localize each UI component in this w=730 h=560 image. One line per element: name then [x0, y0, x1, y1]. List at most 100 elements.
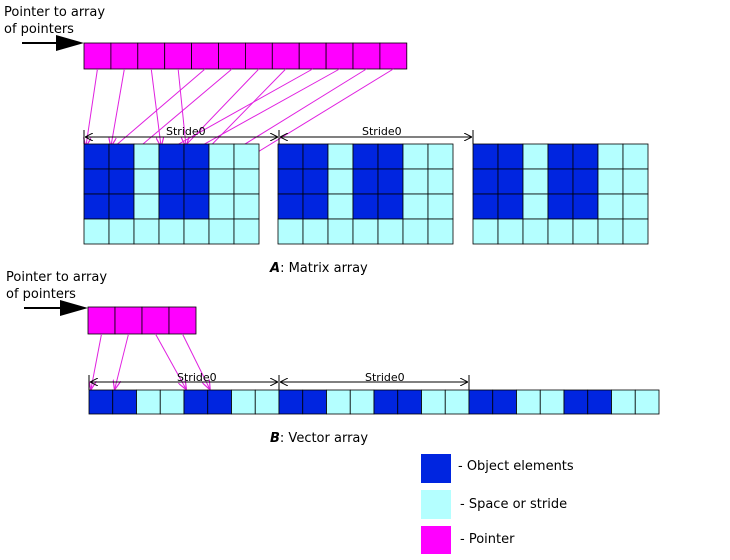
object-element-cell	[302, 389, 327, 415]
space-cell	[83, 218, 110, 245]
space-cell	[611, 389, 636, 415]
matrix-array-a	[83, 143, 649, 245]
space-cell	[622, 218, 649, 245]
object-element-cell	[112, 389, 137, 415]
pointer-cell	[271, 42, 300, 70]
object-element-cell	[377, 143, 404, 170]
pointer-cell	[168, 306, 197, 335]
pointer-label-b-line2: of pointers	[6, 287, 76, 302]
space-cell	[133, 218, 160, 245]
space-cell	[108, 218, 135, 245]
object-element-cell	[397, 389, 422, 415]
space-cell	[622, 168, 649, 195]
space-cell	[402, 193, 429, 220]
matrix-block	[277, 143, 454, 245]
object-element-cell	[373, 389, 399, 415]
space-cell	[133, 143, 160, 170]
object-element-cell	[108, 168, 135, 195]
pointer-array-b	[87, 306, 197, 335]
space-cell	[183, 218, 210, 245]
object-element-cell	[472, 193, 499, 220]
pointer-cell	[141, 306, 170, 335]
stride-dimension-a-2: Stride0	[281, 125, 474, 144]
caption-b-text: : Vector array	[280, 431, 368, 446]
space-cell	[277, 218, 304, 245]
object-element-cell	[547, 143, 574, 170]
object-element-cell	[158, 168, 185, 195]
space-cell	[326, 389, 351, 415]
object-element-cell	[302, 168, 329, 195]
object-element-cell	[547, 168, 574, 195]
space-cell	[572, 218, 599, 245]
space-cell	[634, 389, 660, 415]
object-element-cell	[352, 143, 379, 170]
object-element-cell	[158, 193, 185, 220]
caption-b-letter: B	[270, 431, 280, 446]
pointer-arrow	[91, 333, 102, 389]
space-cell	[302, 218, 329, 245]
space-cell	[497, 218, 524, 245]
legend-pointer-swatch	[421, 526, 451, 554]
space-cell	[444, 389, 470, 415]
space-cell	[159, 389, 185, 415]
space-cell	[597, 218, 624, 245]
space-cell	[427, 193, 454, 220]
space-cell	[402, 218, 429, 245]
object-element-cell	[302, 193, 329, 220]
pointer-label-a-line2: of pointers	[4, 22, 74, 37]
section-b: Pointer to array of pointers Stride0 Str…	[6, 270, 660, 446]
object-element-cell	[207, 389, 232, 415]
object-element-cell	[587, 389, 612, 415]
object-element-cell	[183, 389, 209, 415]
object-element-cell	[83, 193, 110, 220]
pointer-cell	[110, 42, 139, 70]
space-cell	[622, 143, 649, 170]
space-cell	[522, 218, 549, 245]
stride-label-a-2: Stride0	[362, 125, 402, 138]
vector-array-b	[88, 389, 660, 415]
object-element-cell	[492, 389, 517, 415]
object-element-cell	[497, 168, 524, 195]
space-cell	[208, 168, 235, 195]
stride-label-b-2: Stride0	[365, 371, 405, 384]
stride-dimension-b-2: Stride0	[281, 371, 470, 390]
pointer-cell	[137, 42, 166, 70]
space-cell	[208, 143, 235, 170]
space-cell	[539, 389, 565, 415]
object-element-cell	[83, 168, 110, 195]
object-element-cell	[497, 193, 524, 220]
object-element-cell	[277, 143, 304, 170]
pointer-cell	[83, 42, 112, 70]
big-arrow-b	[24, 300, 88, 316]
object-element-cell	[352, 193, 379, 220]
legend-pointer-label: - Pointer	[460, 532, 515, 547]
object-element-cell	[377, 193, 404, 220]
space-cell	[327, 168, 354, 195]
space-cell	[522, 193, 549, 220]
object-element-cell	[468, 389, 494, 415]
pointer-label-a-line1: Pointer to array	[4, 5, 105, 20]
pointer-cell	[191, 42, 219, 70]
space-cell	[133, 168, 160, 195]
space-cell	[472, 218, 499, 245]
space-cell	[402, 168, 429, 195]
legend-space-label: - Space or stride	[460, 497, 567, 512]
space-cell	[158, 218, 185, 245]
object-element-cell	[83, 143, 110, 170]
object-element-cell	[547, 193, 574, 220]
object-element-cell	[572, 193, 599, 220]
object-element-cell	[352, 168, 379, 195]
object-element-cell	[108, 193, 135, 220]
space-cell	[136, 389, 161, 415]
space-cell	[327, 143, 354, 170]
space-cell	[597, 143, 624, 170]
object-element-cell	[277, 168, 304, 195]
space-cell	[597, 168, 624, 195]
legend-object-swatch	[421, 454, 451, 483]
space-cell	[547, 218, 574, 245]
caption-a: A: Matrix array	[269, 261, 368, 276]
pointer-arrow	[86, 68, 98, 146]
object-element-cell	[563, 389, 589, 415]
space-cell	[327, 218, 354, 245]
